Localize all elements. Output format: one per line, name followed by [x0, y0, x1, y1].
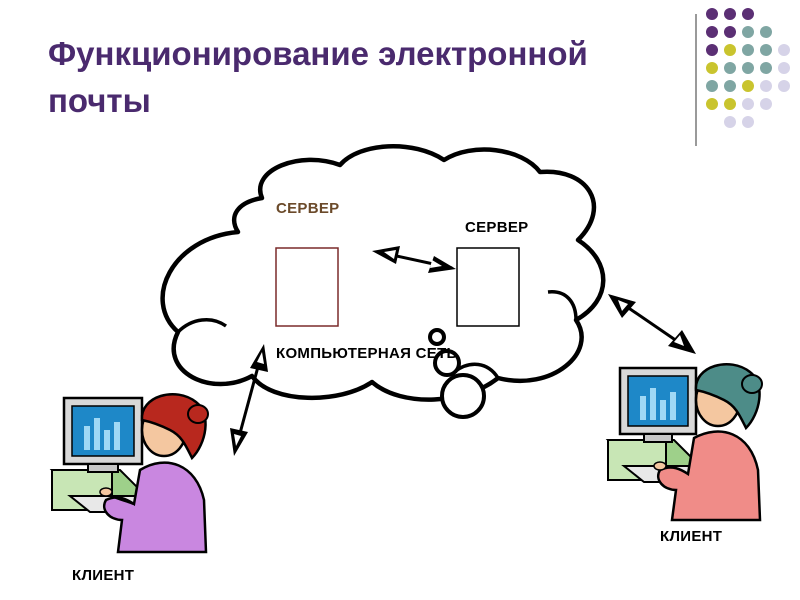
- decorative-dot: [760, 80, 772, 92]
- decorative-dot: [724, 44, 736, 56]
- server-right-label: СЕРВЕР: [465, 219, 529, 236]
- decorative-dot: [706, 44, 718, 56]
- decorative-dot: [724, 62, 736, 74]
- right-client-person-at-computer: [605, 363, 763, 522]
- decorative-dot: [760, 26, 772, 38]
- left-client-person-at-computer: [49, 393, 209, 554]
- decorative-dot: [706, 8, 718, 20]
- decorative-dot: [742, 44, 754, 56]
- decorative-dot: [742, 8, 754, 20]
- decorative-dot: [706, 62, 718, 74]
- decorative-dot: [742, 26, 754, 38]
- decorative-dot-grid: [706, 8, 800, 134]
- decorative-dot: [706, 26, 718, 38]
- decorative-dot: [778, 44, 790, 56]
- cloud-bubble-small: [428, 328, 446, 346]
- decorative-dot: [760, 44, 772, 56]
- decorative-dot: [742, 116, 754, 128]
- decorative-dot: [724, 8, 736, 20]
- slide-title: Функционирование электронной почты: [48, 35, 588, 119]
- cloud-lump-right: [547, 290, 578, 321]
- decorative-dot: [760, 98, 772, 110]
- title-divider-line: [695, 14, 697, 146]
- right-client-link-arrow: [608, 294, 696, 354]
- left-client-link-arrow: [230, 344, 268, 456]
- client-right-label: КЛИЕНТ: [660, 528, 723, 545]
- decorative-dot: [760, 62, 772, 74]
- decorative-dot: [742, 62, 754, 74]
- decorative-dot: [724, 80, 736, 92]
- decorative-dot: [724, 116, 736, 128]
- decorative-dot: [706, 98, 718, 110]
- decorative-dot: [742, 80, 754, 92]
- decorative-dot: [778, 80, 790, 92]
- server-link-arrow: [372, 246, 456, 273]
- cloud-lump-left: [176, 318, 228, 334]
- server-right-box: [456, 247, 520, 327]
- network-label: КОМПЬЮТЕРНАЯ СЕТЬ: [276, 345, 458, 362]
- server-left-label: СЕРВЕР: [276, 200, 340, 217]
- server-left-box: [275, 247, 339, 327]
- decorative-dot: [724, 26, 736, 38]
- decorative-dot: [742, 98, 754, 110]
- cloud-bubble-medium: [433, 349, 461, 377]
- decorative-dot: [778, 62, 790, 74]
- cloud-bubble-large: [440, 373, 486, 419]
- client-left-label: КЛИЕНТ: [72, 567, 135, 584]
- decorative-dot: [724, 98, 736, 110]
- decorative-dot: [706, 80, 718, 92]
